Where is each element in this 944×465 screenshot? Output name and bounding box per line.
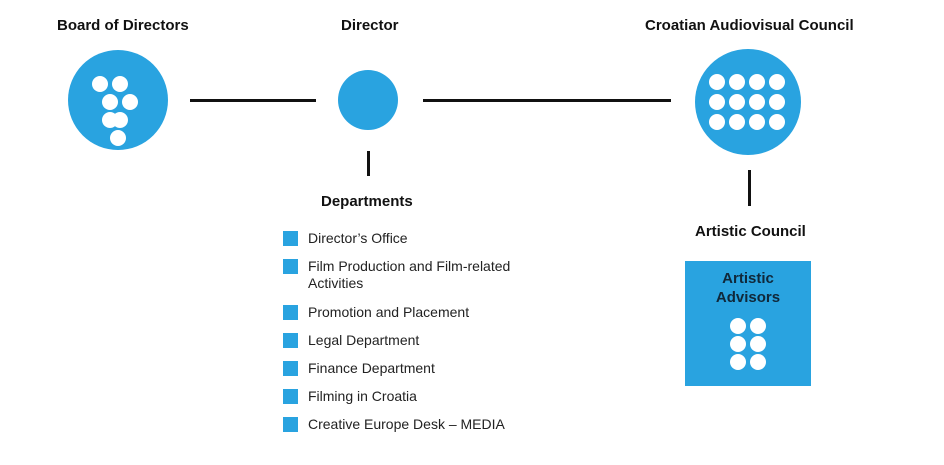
board-of-directors-node <box>68 50 168 150</box>
connector-council-artistic-council <box>748 170 751 206</box>
departments-title: Departments <box>321 193 413 210</box>
director-title: Director <box>341 17 399 34</box>
bullet-square-icon <box>283 231 298 246</box>
board-of-directors-title: Board of Directors <box>57 17 189 34</box>
department-label: Finance Department <box>308 360 435 376</box>
council-node <box>695 49 801 155</box>
artistic-advisors-label: Artistic Advisors <box>715 270 781 306</box>
department-label: Filming in Croatia <box>308 388 417 404</box>
department-label: Promotion and Placement <box>308 304 470 320</box>
department-label: Film Production and Film-related Activit… <box>308 258 511 291</box>
connector-director-council <box>423 99 671 102</box>
director-node <box>338 70 398 130</box>
connector-director-departments <box>367 151 370 176</box>
bullet-square-icon <box>283 389 298 404</box>
department-label: Creative Europe Desk – MEDIA <box>308 416 505 432</box>
bullet-square-icon <box>283 259 298 274</box>
department-label: Legal Department <box>308 332 420 348</box>
bullet-square-icon <box>283 333 298 348</box>
department-label: Director’s Office <box>308 230 408 246</box>
bullet-square-icon <box>283 305 298 320</box>
croatian-audiovisual-council-title: Croatian Audiovisual Council <box>645 17 854 34</box>
bullet-square-icon <box>283 361 298 376</box>
bullet-square-icon <box>283 417 298 432</box>
artistic-council-title: Artistic Council <box>695 223 806 240</box>
connector-board-director <box>190 99 316 102</box>
artistic-advisors-node: Artistic Advisors <box>685 261 811 386</box>
